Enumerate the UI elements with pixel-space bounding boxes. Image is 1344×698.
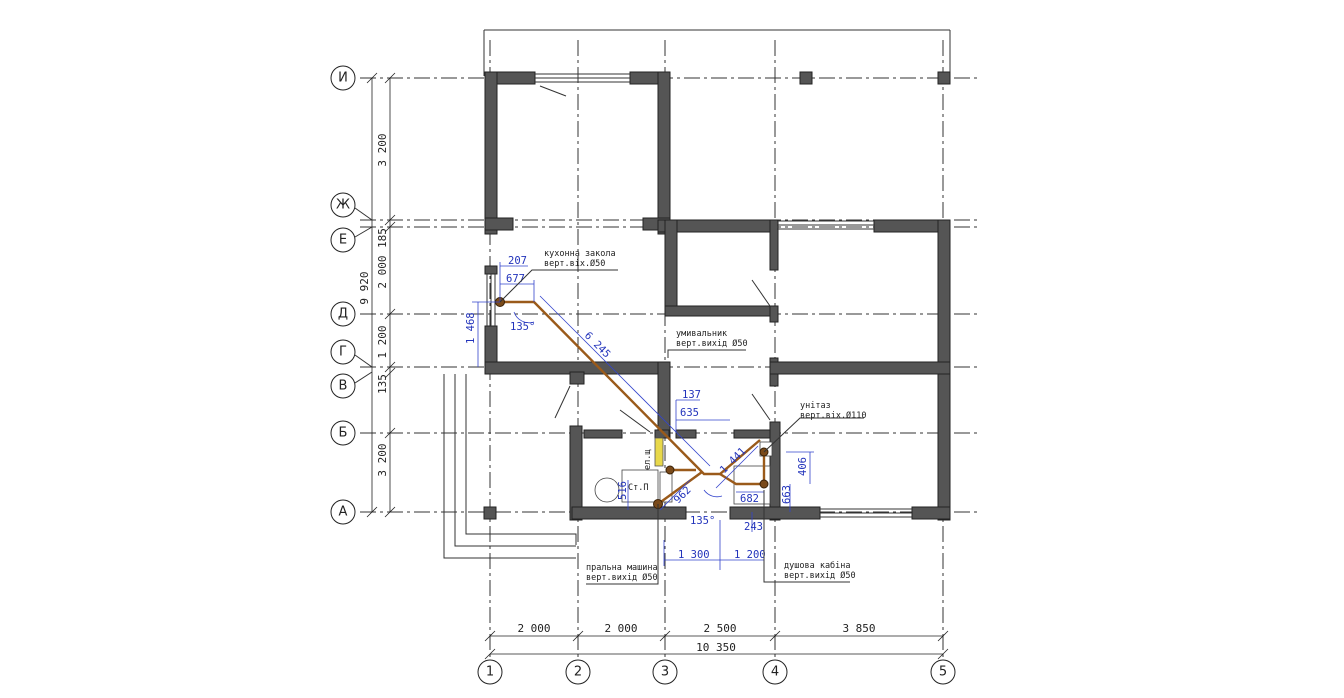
angle-135-bottom: 135° xyxy=(690,515,715,527)
col-label-3: 3 xyxy=(661,665,669,680)
col-label-5: 5 xyxy=(939,665,947,680)
dim-207: 207 xyxy=(508,255,527,267)
hdim-2: 2 000 xyxy=(604,622,637,635)
row-bubble-i xyxy=(330,65,356,91)
plan-frame xyxy=(483,29,951,76)
note-toilet-1: унітаз xyxy=(800,401,831,411)
row-bubble-b xyxy=(330,420,356,446)
col-label-2: 2 xyxy=(574,665,582,680)
row-label-zh: Ж xyxy=(336,198,350,213)
leader-notes: кухонна закола верт.віх.Ø50 умивальник в… xyxy=(499,249,867,585)
bath-label: Ст.П xyxy=(628,483,648,493)
horizontal-dimension-chain: 2 000 2 000 2 500 3 850 10 350 xyxy=(484,622,949,660)
dim-406: 406 xyxy=(797,457,809,476)
row-label-a: А xyxy=(339,505,348,520)
dim-243: 243 xyxy=(744,521,763,533)
row-label-b: Б xyxy=(339,426,348,441)
note-laundry-2: верт.вихід Ø50 xyxy=(586,572,658,583)
note-laundry-1: пральна машина xyxy=(586,563,658,573)
row-label-v: В xyxy=(339,379,348,394)
vdim-1: 3 200 xyxy=(376,133,389,166)
porch-steps xyxy=(443,374,577,559)
row-bubble-d xyxy=(330,301,356,327)
col-bubble-3 xyxy=(652,659,678,685)
row-bubble-zh xyxy=(330,192,356,218)
vdim-5: 135 xyxy=(376,374,389,394)
dim-1300: 1 300 xyxy=(678,549,710,561)
note-washbasin-2: верт.вихід Ø50 xyxy=(676,338,748,349)
note-washbasin-1: умивальник xyxy=(676,329,727,339)
row-label-e: Е xyxy=(339,233,347,248)
dim-137: 137 xyxy=(682,389,701,401)
column-bubbles: 1 2 3 4 5 xyxy=(477,659,956,685)
col-bubble-4 xyxy=(762,659,788,685)
drain-pipes xyxy=(500,300,766,505)
hdim-total: 10 350 xyxy=(696,641,736,654)
vertical-dimension-chain: 3 200 185 2 000 1 200 135 3 200 9 920 xyxy=(358,72,396,518)
note-toilet-2: верт.віх.Ø110 xyxy=(800,410,867,421)
vdim-4: 1 200 xyxy=(376,325,389,358)
note-kitchen-2: верт.віх.Ø50 xyxy=(544,258,605,269)
pipe-dimension-lines xyxy=(472,262,814,570)
note-shower-1: душова кабіна xyxy=(784,560,851,571)
col-label-4: 4 xyxy=(771,665,779,680)
walls xyxy=(483,71,951,521)
row-bubble-e xyxy=(330,227,356,253)
note-kitchen-1: кухонна закола xyxy=(544,249,616,259)
boiler-label: ел.щ xyxy=(643,449,653,470)
col-bubble-1 xyxy=(477,659,503,685)
hdim-1: 2 000 xyxy=(517,622,550,635)
dim-635: 635 xyxy=(680,407,699,419)
vdim-total: 9 920 xyxy=(358,271,371,304)
col-label-1: 1 xyxy=(486,665,494,680)
row-label-g: Г xyxy=(339,345,347,360)
note-shower-2: верт.вихід Ø50 xyxy=(784,570,856,581)
hdim-3: 2 500 xyxy=(703,622,736,635)
row-bubble-a xyxy=(330,499,356,525)
vdim-3: 2 000 xyxy=(376,255,389,288)
row-bubble-v xyxy=(330,373,356,399)
dim-516: 516 xyxy=(617,481,629,500)
windows xyxy=(486,73,912,518)
row-bubbles: И Ж Е Д Г В Б А xyxy=(330,65,373,525)
dim-1200: 1 200 xyxy=(734,549,766,561)
dim-682: 682 xyxy=(740,493,759,505)
hdim-4: 3 850 xyxy=(842,622,875,635)
row-label-i: И xyxy=(338,71,348,86)
row-bubble-g xyxy=(330,339,356,365)
dim-663: 663 xyxy=(781,485,793,504)
dim-962: 962 xyxy=(672,484,694,506)
col-bubble-2 xyxy=(565,659,591,685)
vdim-6: 3 200 xyxy=(376,443,389,476)
angle-135-top: 135° xyxy=(510,321,535,333)
col-bubble-5 xyxy=(930,659,956,685)
row-label-d: Д xyxy=(338,307,348,322)
dim-677: 677 xyxy=(506,273,525,285)
dim-1468: 1 468 xyxy=(465,312,477,344)
vdim-2: 185 xyxy=(376,228,389,248)
